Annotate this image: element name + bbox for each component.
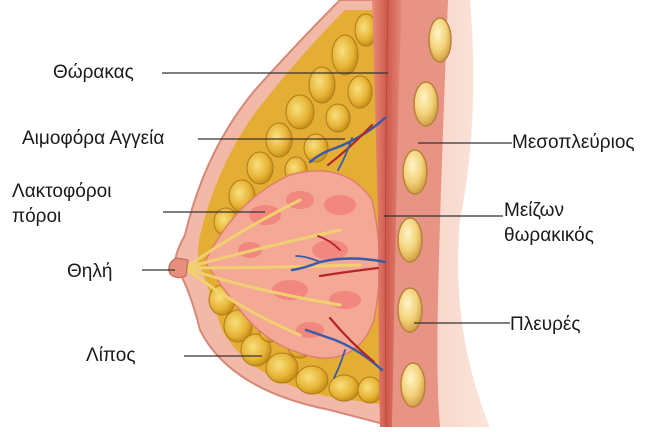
label-fat: Λίπος [86, 343, 135, 368]
label-pectoralis-major-line2: θωρακικός [504, 223, 594, 248]
label-thorax: Θώρακας [53, 60, 134, 85]
label-blood-vessels: Αιμοφόρα Αγγεία [22, 126, 164, 151]
label-lactiferous-ducts: Λακτοφόροι πόροι [12, 179, 111, 229]
nipple [169, 258, 188, 278]
label-pectoralis-major-line1: Μείζων [504, 198, 594, 223]
label-pectoralis-major: Μείζων θωρακικός [504, 198, 594, 248]
label-intercostal: Μεσοπλεύριος [512, 130, 635, 155]
label-nipple: Θηλή [67, 259, 112, 284]
label-lactiferous-ducts-line2: πόροι [12, 204, 111, 229]
label-lactiferous-ducts-line1: Λακτοφόροι [12, 179, 111, 204]
label-ribs: Πλευρές [510, 312, 581, 337]
